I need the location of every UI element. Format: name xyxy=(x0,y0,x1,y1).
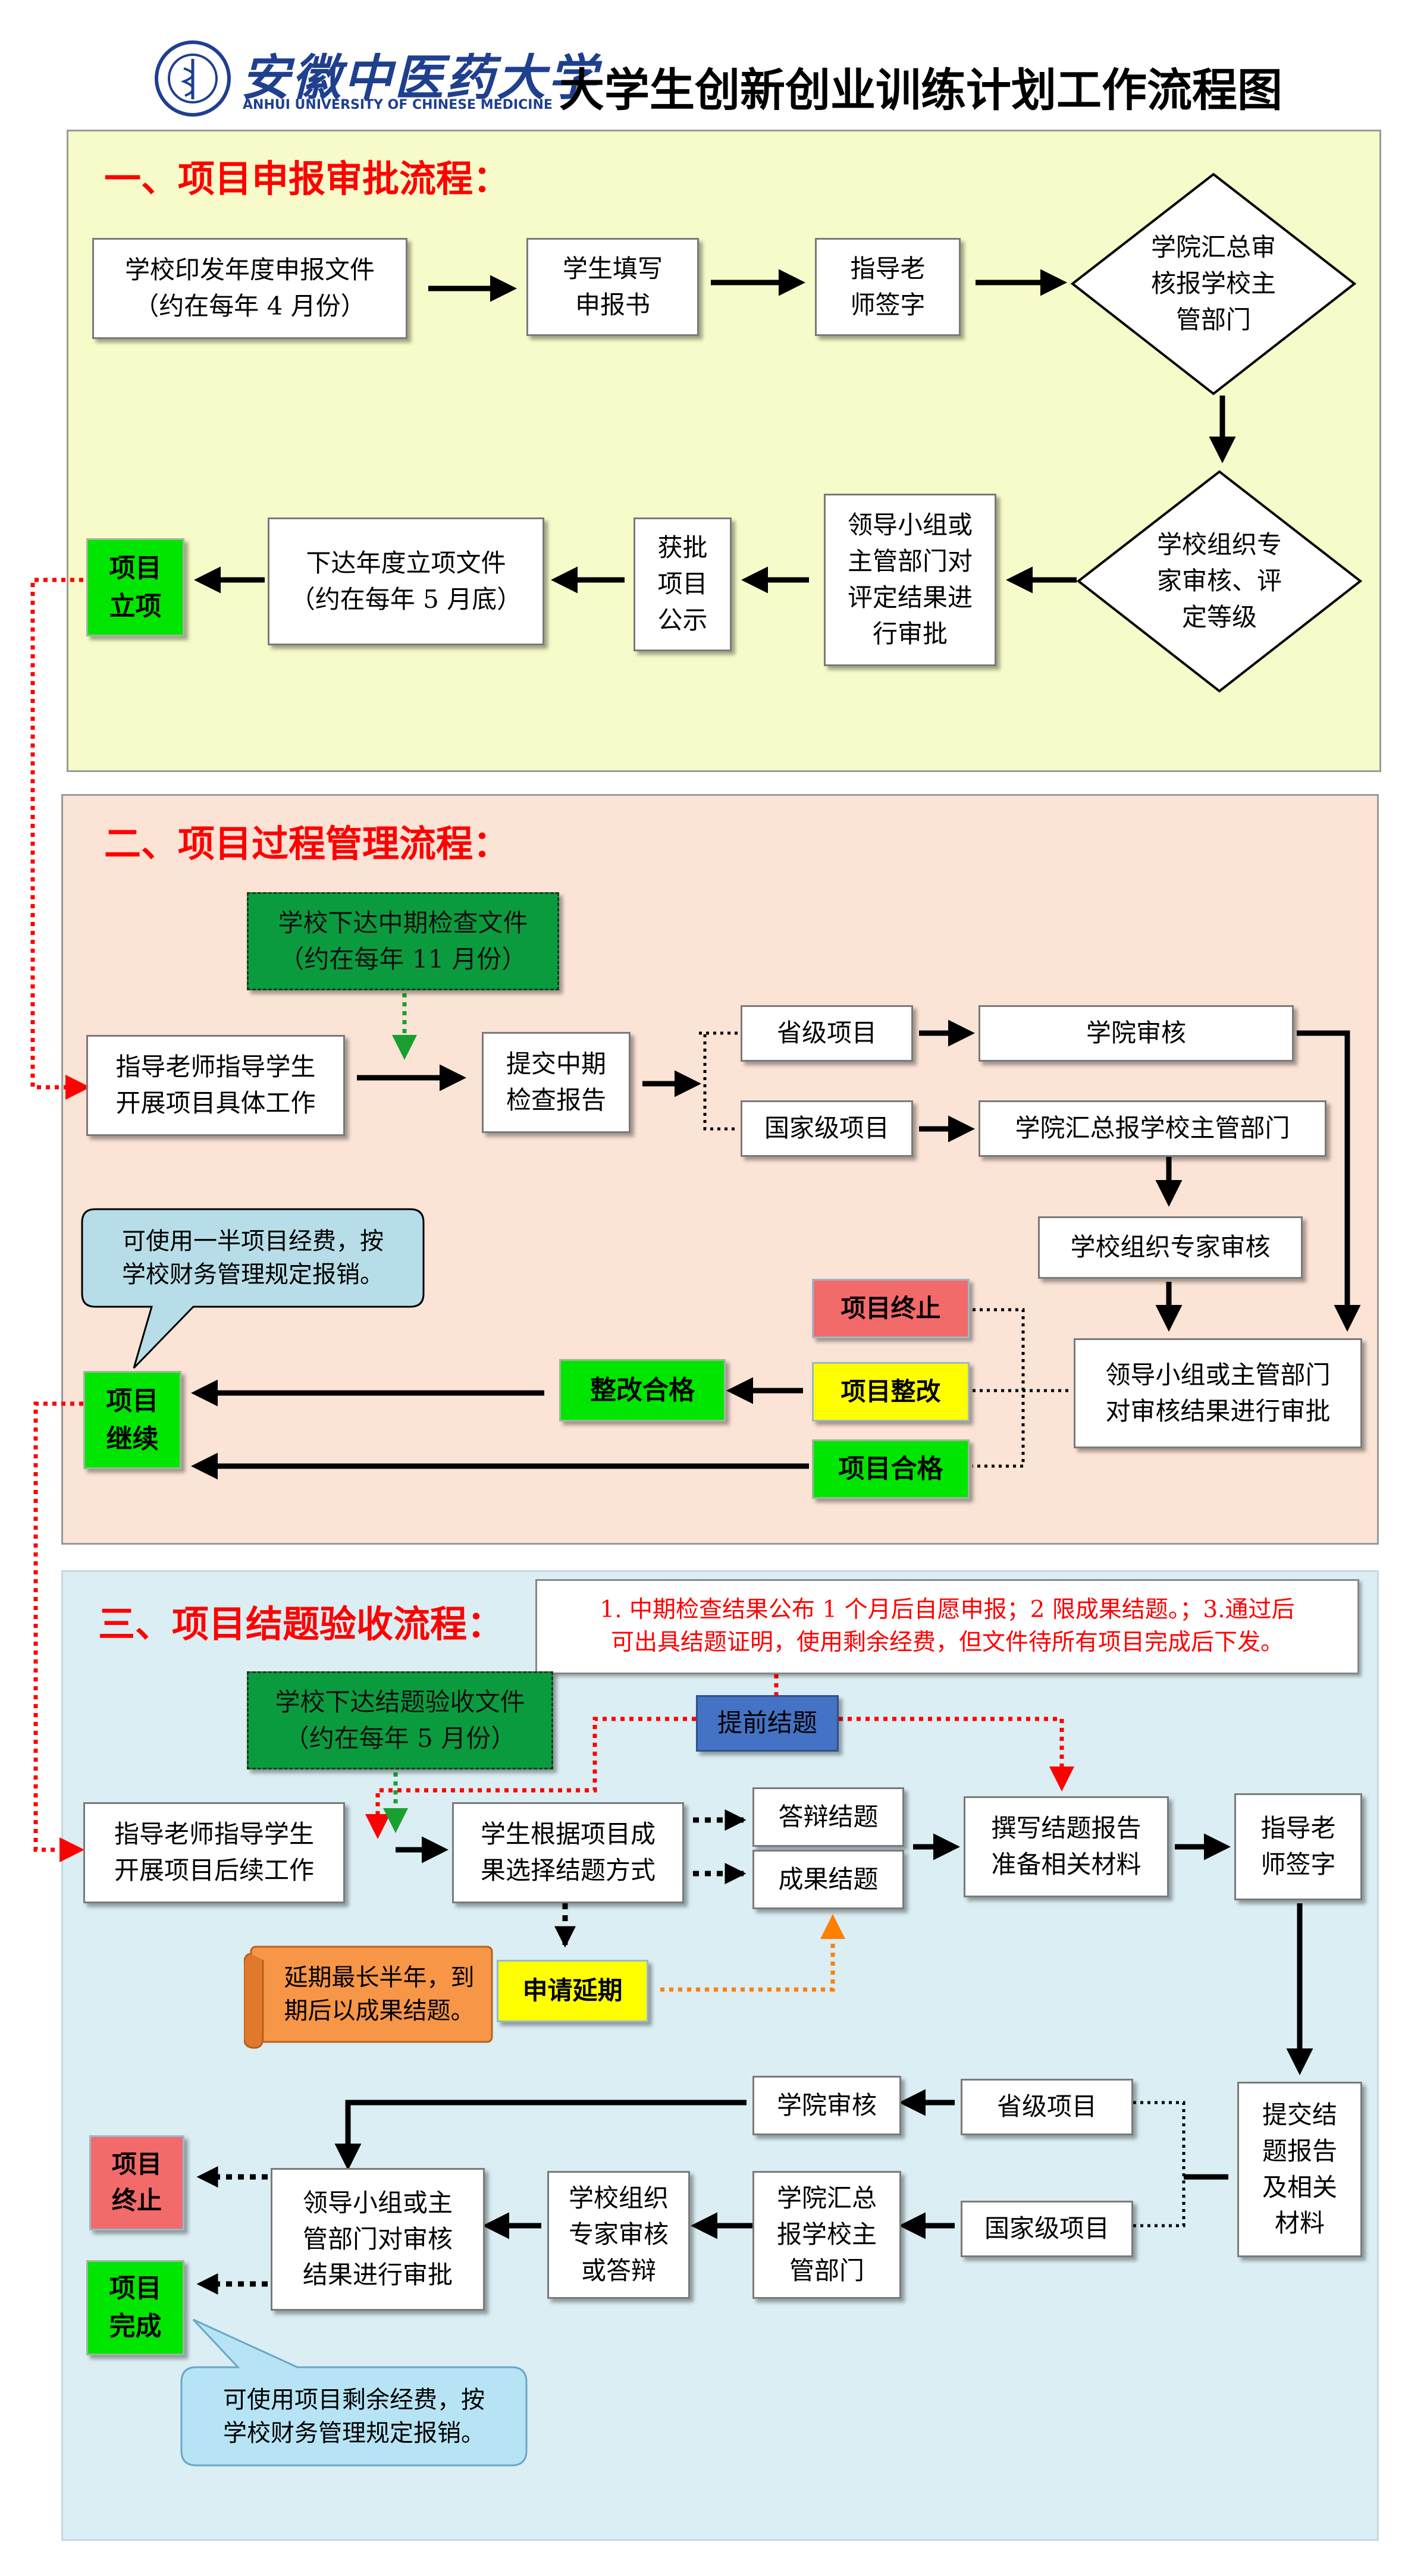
expert-review-diamond: 学校组织专 家审核、评 定等级 xyxy=(1077,470,1362,693)
achievement-completion: 成果结题 xyxy=(752,1850,904,1909)
submit-final-report: 提交结 题报告 及相关 材料 xyxy=(1237,2082,1362,2257)
extension-scroll: 延期最长半年，到 期后以成果结题。 xyxy=(244,1942,497,2049)
national-project: 国家级项目 xyxy=(741,1100,913,1157)
project-terminated-final: 项目 终止 xyxy=(89,2135,184,2230)
college-review-final: 学院审核 xyxy=(752,2076,901,2135)
submit-midterm-report: 提交中期 检查报告 xyxy=(482,1032,631,1133)
university-name-en: ANHUI UNIVERSITY OF CHINESE MEDICINE xyxy=(243,98,553,112)
choose-completion-method: 学生根据项目成 果选择结题方式 xyxy=(452,1802,684,1903)
final-acceptance-doc: 学校下达结题验收文件 （约在每年 5 月份） xyxy=(247,1671,553,1769)
school-expert-review: 学校组织专家审核 xyxy=(1038,1216,1303,1279)
section1-title: 一、项目申报审批流程： xyxy=(104,157,510,200)
page-title: 大学生创新创业训练计划工作流程图 xyxy=(559,64,1282,117)
write-final-report: 撰写结题报告 准备相关材料 xyxy=(964,1796,1169,1897)
project-continue: 项目 继续 xyxy=(83,1371,181,1469)
college-report-to-school: 学院汇总报学校主管部门 xyxy=(979,1100,1326,1157)
national-project-final: 国家级项目 xyxy=(961,2201,1133,2257)
issue-approval-doc: 下达年度立项文件 （约在每年 5 月底） xyxy=(268,517,544,645)
early-completion: 提前结题 xyxy=(696,1695,839,1752)
midterm-check-doc: 学校下达中期检查文件 （约在每年 11 月份） xyxy=(247,892,559,990)
expert-review-defense: 学校组织 专家审核 或答辩 xyxy=(547,2171,690,2299)
section2-title: 二、项目过程管理流程： xyxy=(104,822,510,865)
status-project-qualified: 项目合格 xyxy=(812,1439,970,1499)
advisor-guide-followup: 指导老师指导学生 开展项目后续工作 xyxy=(83,1802,345,1903)
publicize-approved: 获批 项目 公示 xyxy=(633,517,732,651)
caduceus-icon xyxy=(168,54,218,103)
project-start: 项目 立项 xyxy=(86,538,184,636)
funding-callout-1: 可使用一半项目经费，按 学校财务管理规定报销。 xyxy=(80,1207,425,1369)
university-name-cn: 安徽中医药大学 xyxy=(241,49,599,106)
leader-approve-review: 领导小组或主管部门 对审核结果进行审批 xyxy=(1074,1338,1362,1448)
provincial-project-final: 省级项目 xyxy=(961,2079,1133,2135)
college-review-diamond: 学院汇总审 核报学校主 管部门 xyxy=(1071,172,1356,396)
status-project-terminated: 项目终止 xyxy=(812,1279,970,1338)
project-complete: 项目 完成 xyxy=(86,2260,184,2355)
leader-approve-final: 领导小组或主 管部门对审核 结果进行审批 xyxy=(271,2168,485,2311)
status-rectify-qualified: 整改合格 xyxy=(559,1359,726,1422)
extension-scroll-text: 延期最长半年，到 期后以成果结题。 xyxy=(284,1963,475,2025)
header: 安徽中医药大学 ANHUI UNIVERSITY OF CHINESE MEDI… xyxy=(155,36,1285,125)
fill-application-form: 学生填写 申报书 xyxy=(526,238,699,336)
provincial-project: 省级项目 xyxy=(741,1005,913,1062)
section3-title: 三、项目结题验收流程： xyxy=(98,1602,504,1646)
college-review: 学院审核 xyxy=(979,1005,1294,1062)
advisor-sign-final: 指导老 师签字 xyxy=(1234,1793,1362,1900)
advisor-sign: 指导老 师签字 xyxy=(815,238,961,336)
section3-note: 1. 中期检查结果公布 1 个月后自愿申报；2 限成果结题。；3.通过后 可出具… xyxy=(535,1579,1359,1674)
funding-callout-1-text: 可使用一半项目经费，按 学校财务管理规定报销。 xyxy=(122,1228,384,1288)
defense-completion: 答辩结题 xyxy=(752,1787,904,1847)
leader-approve: 领导小组或 主管部门对 评定结果进 行审批 xyxy=(824,494,996,666)
issue-application-doc: 学校印发年度申报文件 （约在每年 4 月份） xyxy=(92,238,407,339)
status-project-rectify: 项目整改 xyxy=(812,1362,970,1422)
funding-callout-2: 可使用项目剩余经费，按 学校财务管理规定报销。 xyxy=(178,2318,529,2468)
university-logo xyxy=(155,40,231,117)
college-review-text: 学院汇总审 核报学校主 管部门 xyxy=(1150,233,1276,334)
apply-extension: 申请延期 xyxy=(497,1960,648,2022)
funding-callout-2-text: 可使用项目剩余经费，按 学校财务管理规定报销。 xyxy=(223,2386,485,2447)
advisor-guide-work: 指导老师指导学生 开展项目具体工作 xyxy=(86,1035,345,1136)
expert-review-text: 学校组织专 家审核、评 定等级 xyxy=(1156,530,1282,632)
college-report-final: 学院汇总 报学校主 管部门 xyxy=(752,2171,901,2299)
